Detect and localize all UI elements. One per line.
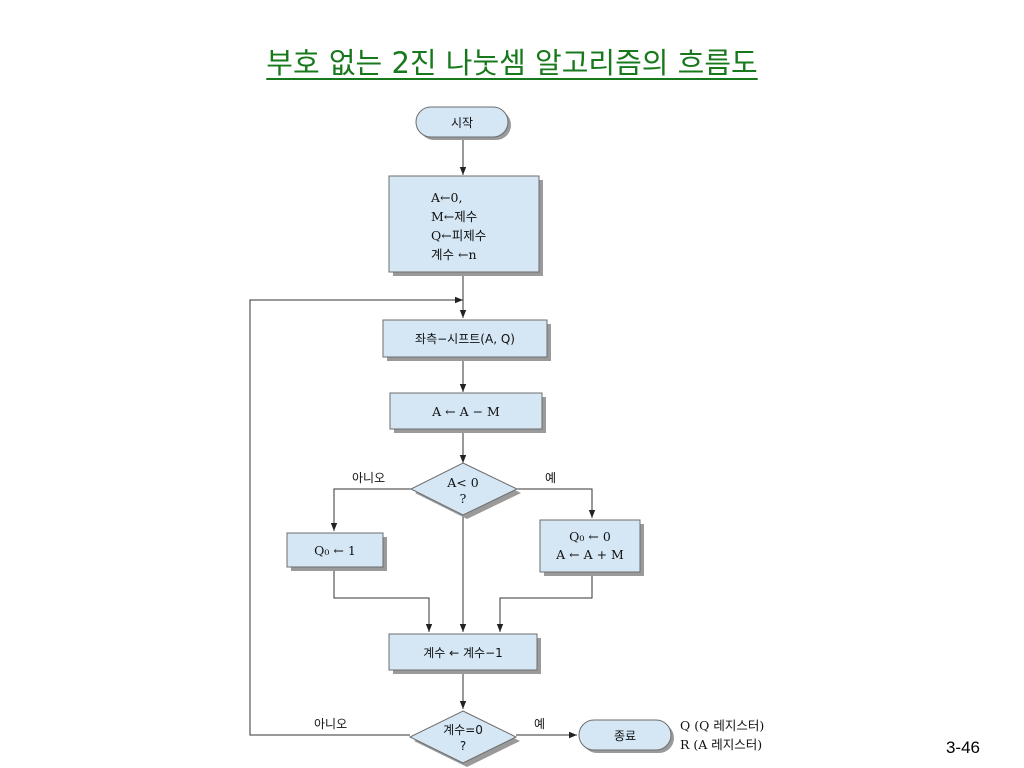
subtract-block: A ← A − M <box>389 392 546 433</box>
sign-decision-cond: A< 0 <box>446 475 478 490</box>
count-yes-label: 예 <box>534 717 545 731</box>
count-decision-cond: 계수=0 <box>443 723 483 737</box>
connectors <box>249 139 596 739</box>
edge-sign-no <box>330 488 411 531</box>
init-line-count: 계수 ←n <box>431 247 477 262</box>
edge-restore-decrement <box>496 574 593 632</box>
decrement-block: 계수 ← 계수−1 <box>388 633 541 674</box>
sign-no-label: 아니오 <box>352 471 385 485</box>
count-no-label: 아니오 <box>314 717 347 731</box>
count-decision-q: ? <box>460 739 466 753</box>
edge-count-no-loop <box>249 296 463 736</box>
sign-yes-label: 예 <box>545 471 556 485</box>
restore-block: Q₀ ← 0 A ← A + M <box>539 519 644 576</box>
start-terminal: 시작 <box>415 106 511 140</box>
shift-block: 좌측−시프트(A, Q) <box>382 319 551 361</box>
subtract-label: A ← A − M <box>431 404 500 419</box>
sign-decision-q: ? <box>460 491 467 506</box>
result-note-q: Q (Q 레지스터) <box>680 718 764 733</box>
decrement-label: 계수 ← 계수−1 <box>423 646 503 660</box>
q0-one-label: Q₀ ← 1 <box>314 543 356 558</box>
end-label: 종료 <box>614 729 636 743</box>
edge-sign-yes <box>517 488 596 518</box>
count-decision: 계수=0 ? <box>408 710 520 767</box>
init-line-a: A←0, <box>430 190 462 205</box>
edge-q0one-decrement <box>333 568 433 632</box>
init-block: A←0, M←제수 Q←피제수 계수 ←n <box>388 175 543 276</box>
shift-label: 좌측−시프트(A, Q) <box>415 332 515 346</box>
result-note-r: R (A 레지스터) <box>680 737 762 752</box>
init-line-m: M←제수 <box>431 209 477 224</box>
start-label: 시작 <box>451 116 473 130</box>
q0-one-block: Q₀ ← 1 <box>286 532 387 571</box>
end-terminal: 종료 <box>578 719 674 753</box>
init-line-q: Q←피제수 <box>431 228 486 243</box>
page-number: 3-46 <box>945 738 980 757</box>
restore-line-a: A ← A + M <box>555 547 624 562</box>
page-title: 부호 없는 2진 나눗셈 알고리즘의 흐름도 <box>266 46 758 80</box>
restore-line-q0: Q₀ ← 0 <box>569 529 611 544</box>
sign-decision: A< 0 ? <box>409 462 521 519</box>
